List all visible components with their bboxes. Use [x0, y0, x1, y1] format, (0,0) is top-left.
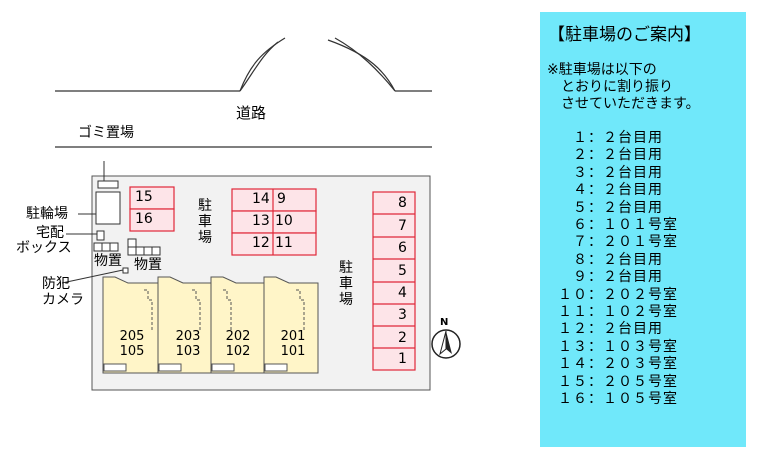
assignment-item: １６：１０５号室: [558, 391, 678, 408]
assignment-item: ６：１０１号室: [558, 217, 678, 234]
parking-slot-10: 10: [275, 213, 293, 229]
parking-slot-16: 16: [135, 211, 153, 227]
delivery-box: [96, 230, 105, 241]
unit-upper: 201: [280, 329, 306, 344]
north-arrow-icon: [431, 329, 461, 359]
parking-slot-3: 3: [398, 307, 407, 323]
garbage-label: ゴミ置場: [78, 125, 134, 141]
bicycle-parking-label: 駐輪場: [26, 206, 68, 222]
unit-205-105: 205 105: [112, 329, 152, 359]
parking-slot-4: 4: [398, 285, 407, 301]
parking-slot-6: 6: [398, 240, 407, 256]
guide-note-line-3: させていただきます。: [547, 96, 700, 112]
unit-201-101: 201 101: [273, 329, 313, 359]
assignment-item: １３：１０３号室: [558, 338, 678, 355]
parking-slot-13: 13: [252, 213, 270, 229]
storage-label-1: 物置: [94, 253, 122, 269]
garbage-area: [97, 180, 119, 189]
assignment-item: ５：２台目用: [558, 199, 663, 216]
unit-upper: 202: [225, 329, 251, 344]
parking-slot-14: 14: [252, 191, 270, 207]
unit-lower: 105: [119, 344, 145, 359]
road-label: 道路: [236, 104, 267, 122]
parking-slot-15: 15: [135, 189, 153, 205]
parking-slot-8: 8: [398, 195, 407, 211]
unit-lower: 102: [225, 344, 251, 359]
assignment-item: ８：２台目用: [558, 251, 663, 268]
building: [102, 276, 319, 374]
unit-upper: 203: [175, 329, 201, 344]
site-map: [55, 37, 461, 391]
parking-slots: [129, 186, 416, 371]
parking-label-east: 駐車場: [339, 260, 353, 308]
unit-upper: 205: [119, 329, 145, 344]
security-camera: [122, 267, 129, 274]
assignment-item: １４：２０３号室: [558, 356, 678, 373]
bicycle-parking: [95, 191, 121, 225]
guide-note-line-2: とおりに割り振り: [547, 79, 673, 95]
parking-slot-2: 2: [398, 330, 407, 346]
assignment-item: ２：２台目用: [558, 147, 663, 164]
parking-slot-7: 7: [398, 218, 407, 234]
assignment-item: ４：２台目用: [558, 182, 663, 199]
assignment-item: １５：２０５号室: [558, 373, 678, 390]
unit-203-103: 203 103: [168, 329, 208, 359]
assignment-item: １１：１０２号室: [558, 304, 678, 321]
assignment-item: ７：２０１号室: [558, 234, 678, 251]
parking-slot-12: 12: [252, 235, 270, 251]
delivery-box-label-2: ボックス: [16, 240, 72, 256]
north-label: N: [440, 317, 449, 328]
assignment-item: ９：２台目用: [558, 269, 663, 286]
parking-slot-1: 1: [398, 351, 407, 367]
guide-note-line-1: ※駐車場は以下の: [547, 62, 657, 78]
parking-slot-5: 5: [398, 263, 407, 279]
security-camera-label-1: 防犯: [42, 276, 70, 292]
unit-lower: 101: [280, 344, 306, 359]
storage-label-2: 物置: [134, 257, 162, 273]
security-camera-label-2: カメラ: [42, 292, 84, 308]
assignment-item: ３：２台目用: [558, 164, 663, 181]
assignment-item: １：２台目用: [558, 130, 663, 146]
assignment-item: １０：２０２号室: [558, 286, 678, 303]
parking-label-center: 駐車場: [198, 198, 212, 246]
storage-sheds: [93, 238, 161, 256]
parking-slot-11: 11: [275, 235, 293, 251]
assignment-item: １２：２台目用: [558, 321, 663, 338]
parking-guide-panel: 【駐車場のご案内】 ※駐車場は以下の とおりに割り振り させていただきます。 １…: [540, 12, 746, 447]
road: [55, 37, 432, 148]
parking-slot-9: 9: [277, 191, 286, 207]
unit-202-102: 202 102: [218, 329, 258, 359]
assignment-list: １：２台目用 ２：２台目用 ３：２台目用 ４：２台目用 ５：２台目用 ６：１０１…: [558, 130, 678, 409]
guide-title: 【駐車場のご案内】: [548, 25, 701, 45]
unit-lower: 103: [175, 344, 201, 359]
delivery-box-label-1: 宅配: [36, 225, 64, 241]
